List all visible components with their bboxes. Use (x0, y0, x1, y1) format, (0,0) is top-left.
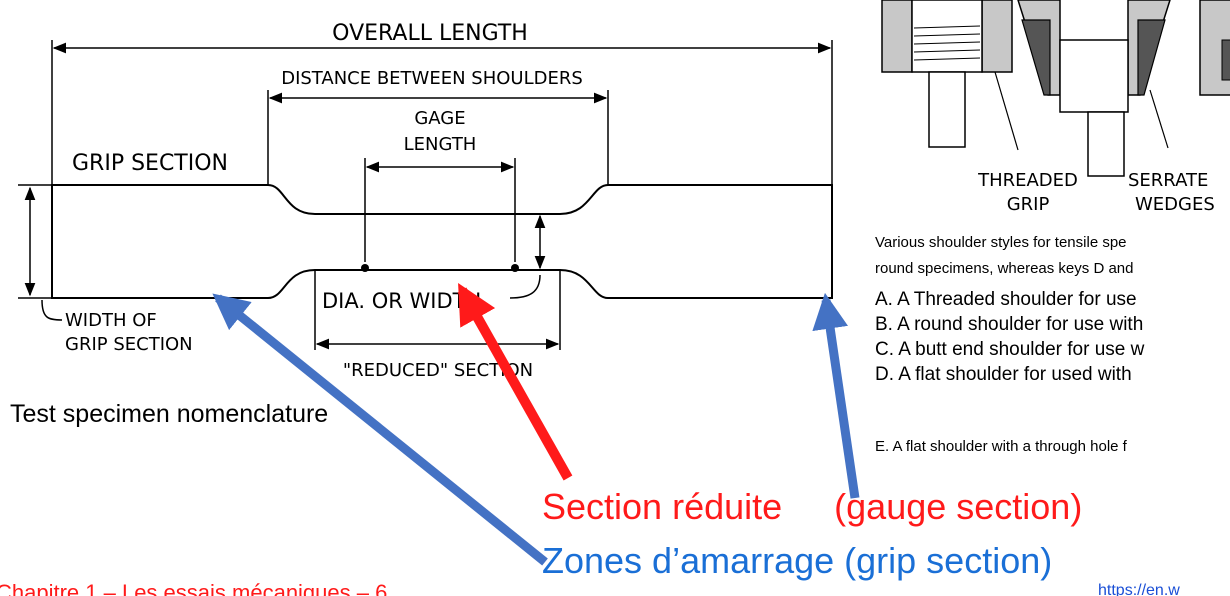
reduced-section-label: "REDUCED" SECTION (343, 360, 533, 381)
specimen-outline (51, 184, 833, 299)
shoulder-styles-diagram: THREADED GRIP SERRATE WEDGES (881, 0, 1230, 215)
shoulders-distance-label: DISTANCE BETWEEN SHOULDERS (281, 68, 583, 89)
gauge-section-title: Section réduite (gauge section) (542, 486, 1082, 528)
serrated-label: SERRATE (1128, 170, 1208, 191)
grip-section-title: Zones d’amarrage (grip section) (542, 540, 1053, 581)
grip-label: GRIP (1007, 194, 1050, 215)
shoulders-desc-line1: Various shoulder styles for tensile spe (875, 234, 1127, 251)
grip-section-label: GRIP SECTION (72, 151, 228, 176)
grip-section-label-2: GRIP SECTION (65, 334, 193, 355)
option-e: E. A flat shoulder with a through hole f (875, 438, 1127, 455)
gauge-section-english: (gauge section) (834, 486, 1083, 527)
dia-width-label: DIA. OR WIDTH (322, 289, 481, 313)
gage-label: GAGE (414, 108, 465, 129)
gauge-section-french: Section réduite (542, 486, 783, 527)
source-link[interactable]: https://en.w (1098, 582, 1180, 596)
option-a: A. A Threaded shoulder for use (875, 289, 1137, 310)
option-d: D. A flat shoulder for used with (875, 364, 1132, 385)
length-label: LENGTH (404, 134, 477, 155)
chapter-footer: Chapitre 1 – Les essais mécaniques – 6 (0, 580, 388, 596)
threaded-label: THREADED (977, 170, 1078, 191)
wedges-label: WEDGES (1135, 194, 1215, 215)
shoulders-desc-line2: round specimens, whereas keys D and (875, 260, 1134, 277)
option-b: B. A round shoulder for use with (875, 314, 1144, 335)
width-of-label: WIDTH OF (65, 310, 157, 331)
overall-length-label: OVERALL LENGTH (332, 21, 528, 46)
specimen-caption: Test specimen nomenclature (10, 400, 329, 428)
option-c: C. A butt end shoulder for use w (875, 339, 1145, 360)
